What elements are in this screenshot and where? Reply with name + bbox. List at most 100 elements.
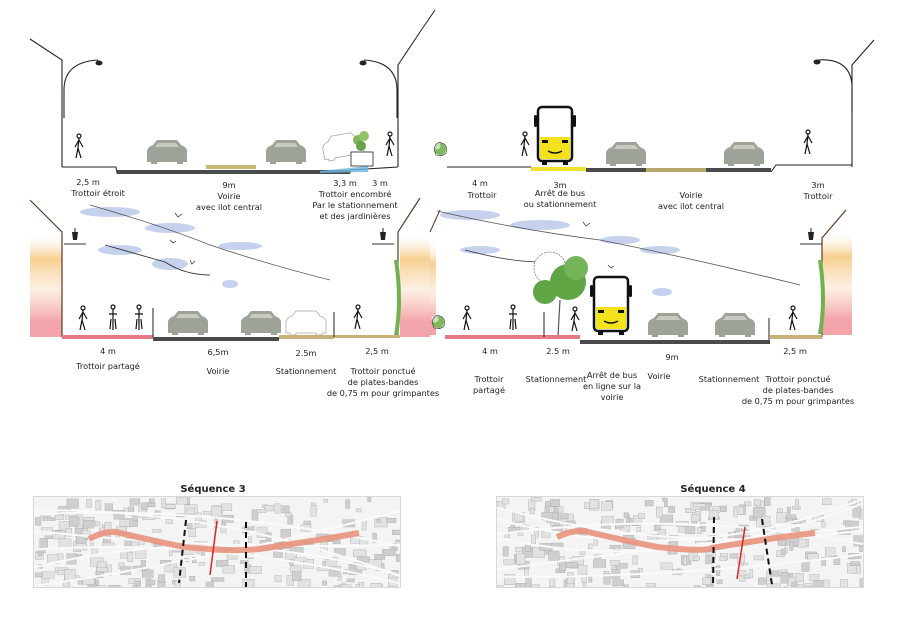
map-block <box>203 510 212 515</box>
map-block <box>290 565 302 573</box>
map-block <box>256 526 268 538</box>
desc-bus-stop-2: ou stationnement <box>523 199 597 209</box>
map-block <box>188 528 196 538</box>
map-block <box>685 508 696 513</box>
map-block <box>353 549 367 557</box>
desc-planted-sidewalk-1: Trottoir ponctué <box>350 366 416 376</box>
desc-roadway-1: Voirie <box>217 191 241 201</box>
map-block <box>504 533 511 538</box>
desc-planted-sidewalk-1: Trottoir ponctué <box>765 374 831 384</box>
map-block <box>716 565 721 576</box>
map-block <box>833 556 841 565</box>
map-block <box>845 520 859 531</box>
desc-sidewalk-right: Trottoir <box>803 191 833 201</box>
map-block <box>789 541 794 551</box>
map-block <box>95 521 101 527</box>
map-block <box>662 497 668 502</box>
map-block <box>614 562 628 569</box>
map-block <box>719 556 727 561</box>
map-block <box>132 585 139 587</box>
map-block <box>119 519 130 527</box>
map-block <box>524 568 529 577</box>
map-block <box>298 579 311 587</box>
map-block <box>525 576 532 587</box>
dim-facade-right: 3 m <box>372 178 388 188</box>
map-title-seq4: Séquence 4 <box>680 484 746 495</box>
map-block <box>42 571 55 579</box>
map-block <box>113 510 125 520</box>
map-block <box>660 562 673 570</box>
map-block <box>134 549 147 559</box>
section-cut-line <box>209 520 218 576</box>
map-block <box>281 505 290 514</box>
map-block <box>69 515 80 527</box>
map-block <box>700 522 706 532</box>
map-block <box>859 545 863 552</box>
map-block <box>64 569 76 580</box>
map-block <box>310 505 317 517</box>
map-block <box>797 538 807 548</box>
sequence-boundary-left <box>712 516 715 587</box>
desc-roadway-2: avec ilot central <box>196 202 262 212</box>
map-block <box>256 509 267 513</box>
map-block <box>285 512 293 517</box>
map-block <box>803 583 814 587</box>
map-block <box>821 557 826 566</box>
map-block <box>612 579 624 587</box>
map-block <box>152 529 162 533</box>
map-block <box>83 520 95 529</box>
map-block <box>128 578 135 584</box>
map-block <box>135 581 141 586</box>
map-street <box>497 553 863 578</box>
map-block <box>852 506 861 518</box>
map-block <box>346 578 355 583</box>
map-block <box>86 499 92 508</box>
map-block <box>292 571 302 581</box>
map-block <box>42 517 56 521</box>
desc-roadway-1: Voirie <box>679 190 703 200</box>
map-block <box>719 505 727 512</box>
map-block <box>611 568 621 579</box>
map-block <box>502 546 509 557</box>
map-block <box>161 498 166 508</box>
map-block <box>141 502 148 510</box>
map-block <box>795 573 804 583</box>
map-block <box>764 497 771 507</box>
urban-blocks <box>497 497 863 587</box>
map-block <box>140 560 146 571</box>
map-block <box>668 506 675 513</box>
desc-parking: Stationnement <box>275 366 337 376</box>
desc-sidewalk-left: Trottoir <box>467 190 497 200</box>
map-block <box>566 562 578 568</box>
dim-sidewalk-left: 2,5 m <box>76 177 100 187</box>
map-block <box>549 578 556 587</box>
dim-planted-sidewalk: 2,5 m <box>783 346 807 356</box>
map-block <box>758 577 767 585</box>
map-block <box>141 569 154 578</box>
map-block <box>859 578 863 587</box>
section-seq4-existing <box>419 9 875 173</box>
map-block <box>849 561 860 566</box>
sequence-boundary-right <box>761 518 773 586</box>
map-block <box>581 573 587 583</box>
sequence-boundary-left <box>178 519 187 584</box>
map-block <box>516 553 526 565</box>
map-block <box>186 523 193 529</box>
map-block <box>821 521 826 528</box>
section-seq3-project <box>29 197 430 341</box>
map-block <box>374 517 388 528</box>
dim-sidewalk-left: 4 m <box>472 178 488 188</box>
map-block <box>370 583 382 587</box>
location-map-seq3 <box>33 496 401 588</box>
map-block <box>738 576 746 582</box>
desc-sidewalk-left: Trottoir étroit <box>71 188 125 198</box>
map-block <box>766 583 781 587</box>
dim-sidewalk-right: 3,3 m <box>333 178 357 188</box>
map-block <box>601 501 613 511</box>
map-block <box>174 580 181 587</box>
map-block <box>706 584 714 587</box>
map-block <box>361 520 367 531</box>
dim-parking-left: 2.5 m <box>546 346 570 356</box>
map-block <box>785 514 797 520</box>
dim-parking: 2.5m <box>295 348 317 358</box>
